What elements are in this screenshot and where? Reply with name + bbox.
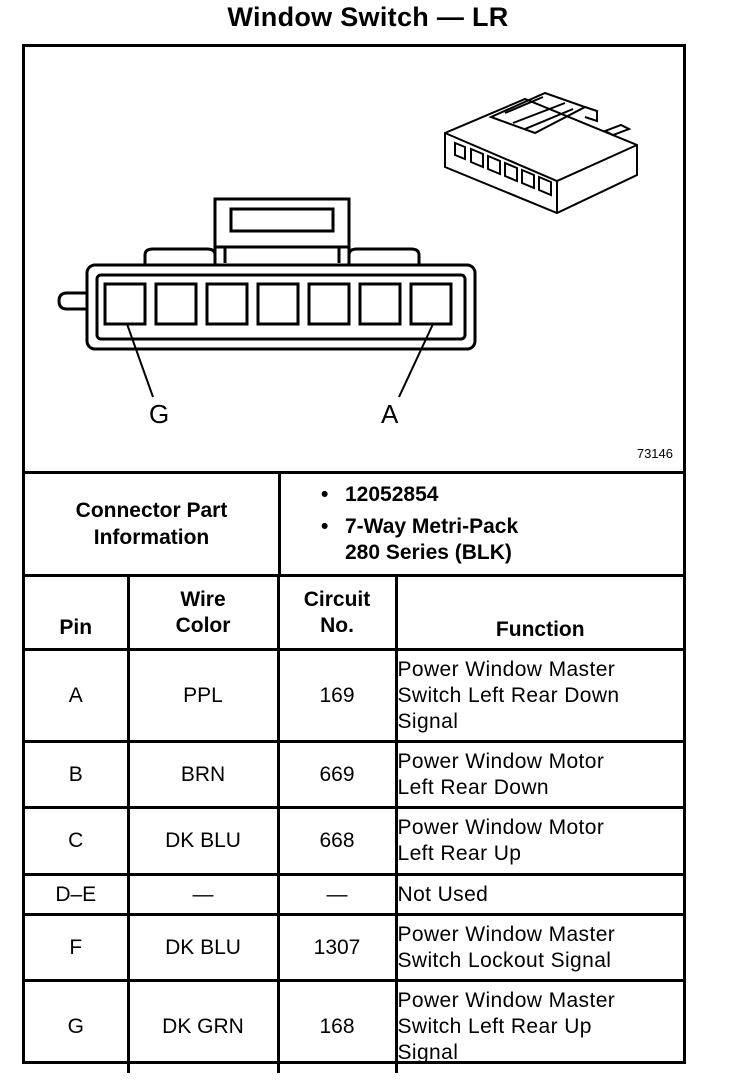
connector-left-bump: [143, 247, 217, 265]
connector-diagram: G A 73146: [25, 47, 683, 474]
pin-cell: G: [25, 979, 130, 1073]
connector-info-label-line2: Information: [93, 526, 210, 549]
circuit-cell: 668: [276, 806, 398, 876]
wire-color-cell: BRN: [126, 740, 280, 809]
bullet-icon: •: [321, 483, 329, 506]
wire-color-cell: DK GRN: [126, 979, 280, 1073]
pin-label-g: G: [149, 399, 170, 429]
function-cell: Not Used: [394, 873, 683, 916]
connector-info-details: • 12052854 • 7-Way Metri-Pack 280 Series…: [281, 474, 681, 574]
cavity-d: [256, 282, 300, 326]
circuit-cell: 169: [276, 648, 398, 743]
connector-right-bump: [347, 247, 421, 265]
connector-drawing: [57, 91, 638, 398]
cavity-e: [205, 282, 249, 326]
cavity-b: [358, 282, 402, 326]
figure-number: 73146: [636, 446, 673, 461]
connector-iso-view: [444, 91, 638, 215]
pin-cell: A: [25, 648, 130, 743]
leader-line-a: [398, 323, 434, 398]
connector-info-label-line1: Connector Part: [75, 499, 228, 522]
connector-description-line1: 7-Way Metri-Pack: [345, 515, 519, 538]
page-title: Window Switch — LR: [227, 2, 509, 32]
pin-cell: C: [25, 806, 130, 876]
wire-color-cell: PPL: [126, 648, 280, 743]
wire-color-cell: DK BLU: [126, 806, 280, 876]
wire-color-cell: —: [126, 873, 280, 916]
circuit-cell: —: [276, 873, 398, 916]
pin-label-a: A: [381, 399, 399, 429]
circuit-cell: 669: [276, 740, 398, 809]
connector-body: [85, 263, 477, 351]
header-function: Function: [394, 577, 683, 651]
cavity-f: [154, 282, 198, 326]
leader-line-g: [126, 323, 154, 398]
connector-info-row: Connector Part Information • 12052854 • …: [25, 474, 683, 577]
connector-latch-housing: [213, 197, 351, 249]
connector-sheet: G A 73146 Connector Part Information • 1…: [22, 44, 686, 1073]
connector-latch-window: [229, 207, 335, 233]
header-pin: Pin: [25, 577, 130, 651]
circuit-cell: 1307: [276, 913, 398, 982]
connector-description-line2: 280 Series (BLK): [345, 541, 512, 564]
pin-cell: F: [25, 913, 130, 982]
pin-cell: B: [25, 740, 130, 809]
cavity-c: [307, 282, 351, 326]
pin-cell: D–E: [25, 873, 130, 916]
connector-info-label: Connector Part Information: [25, 474, 281, 574]
bullet-icon: •: [321, 515, 329, 538]
cavity-g: [103, 282, 147, 326]
cavity-a: [409, 282, 453, 326]
circuit-cell: 168: [276, 979, 398, 1073]
table-row: D–E — — Not Used: [25, 873, 683, 916]
wire-color-cell: DK BLU: [126, 913, 280, 982]
connector-tab: [57, 291, 87, 311]
part-number: 12052854: [345, 483, 439, 506]
